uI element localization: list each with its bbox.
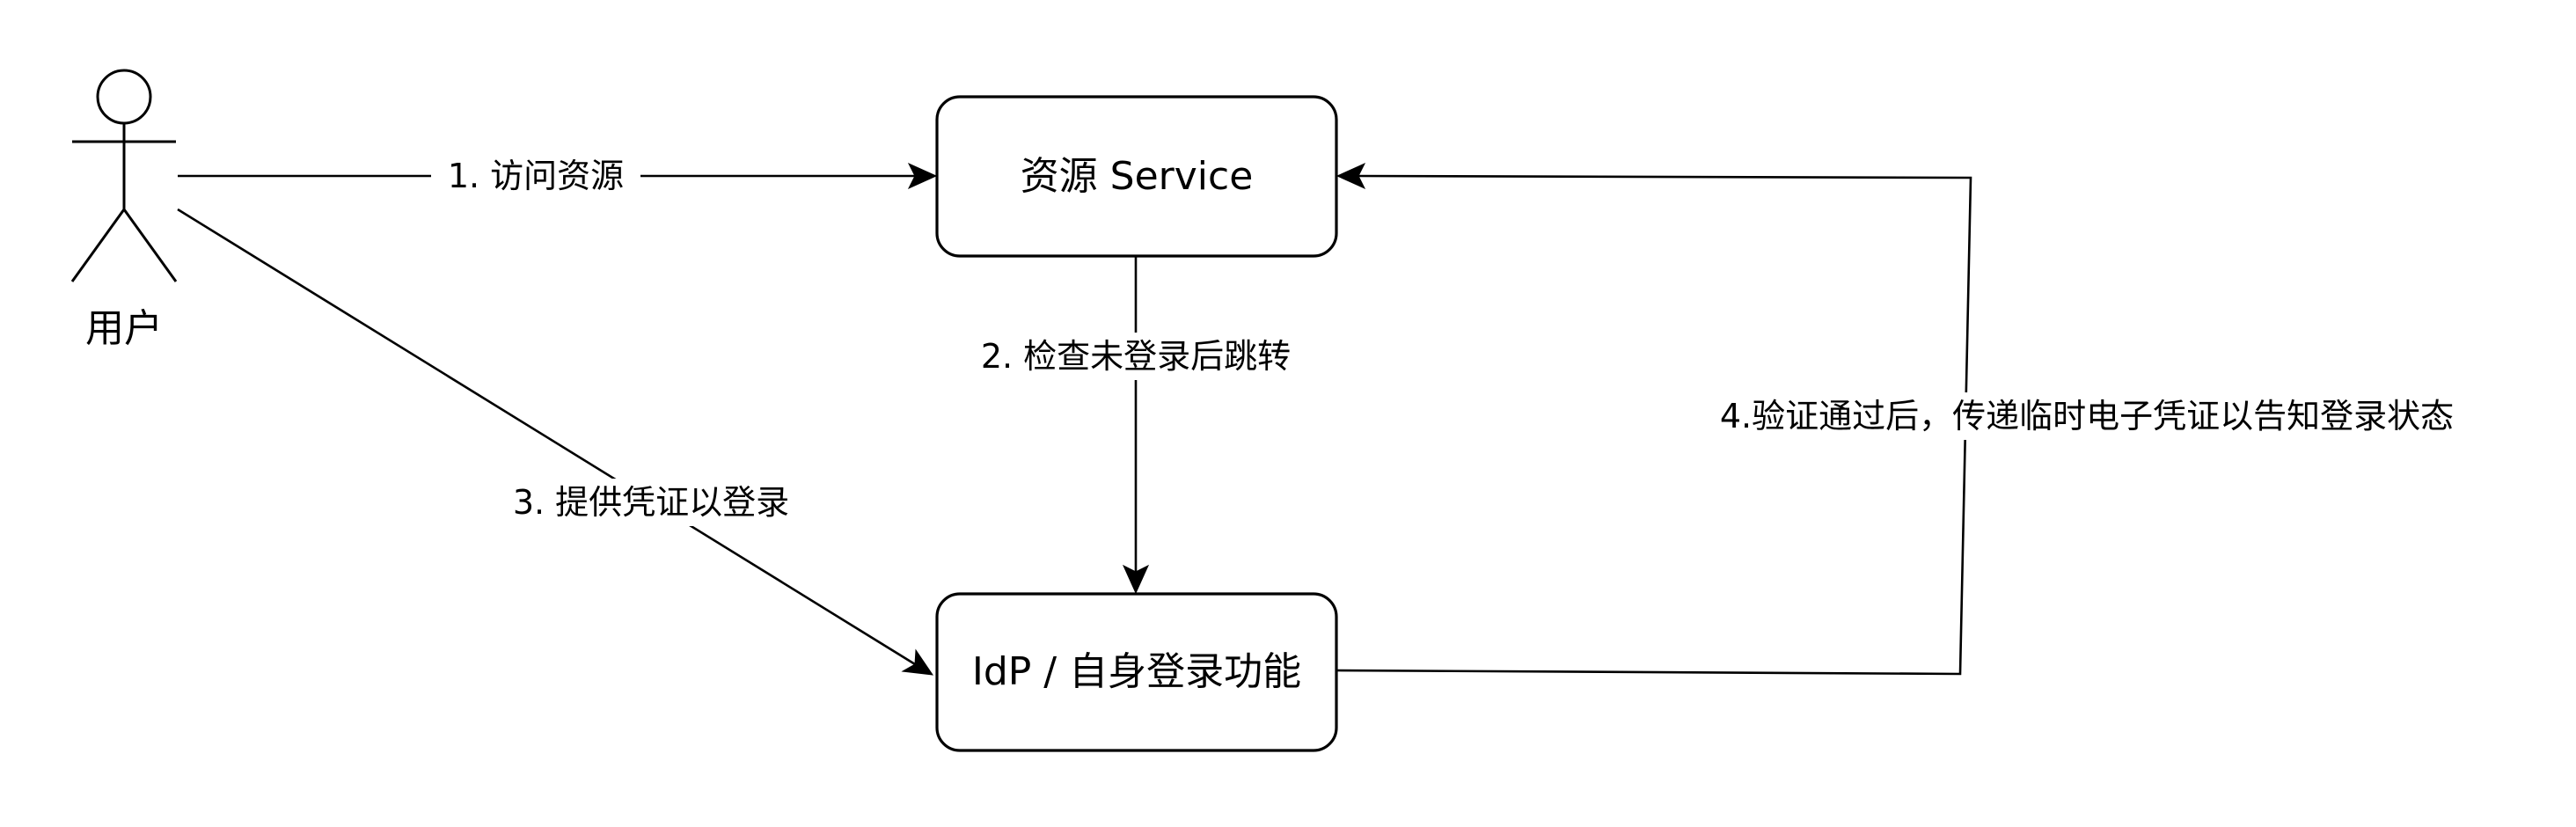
resource-service-node[interactable]: 资源 Service xyxy=(935,95,1338,258)
idp-node[interactable]: IdP / 自身登录功能 xyxy=(935,592,1338,752)
arrowhead xyxy=(1122,564,1150,595)
actor-left-leg xyxy=(70,209,126,282)
idp-box xyxy=(935,592,1338,752)
resource-service-label: 资源 Service xyxy=(1021,154,1254,199)
actor-head xyxy=(96,69,152,125)
arrowhead xyxy=(901,648,934,676)
edge-label-check-redirect: 2. 检查未登录后跳转 xyxy=(981,337,1291,376)
user-label: 用户 xyxy=(85,306,163,351)
edge-label-provide-credentials: 3. 提供凭证以登录 xyxy=(513,483,789,522)
edge-provide-credentials: 3. 提供凭证以登录 xyxy=(177,208,934,676)
user-actor[interactable]: 用户 xyxy=(70,69,178,351)
edge-access-resource: 1. 访问资源 xyxy=(178,155,938,197)
idp-label: IdP / 自身登录功能 xyxy=(972,649,1301,694)
arrowhead xyxy=(907,162,938,190)
resource-service-box xyxy=(935,95,1338,258)
edge-pass-token: 4.验证通过后，传递临时电子凭证以告知登录状态 xyxy=(1335,162,2520,676)
edge-check-redirect: 2. 检查未登录后跳转 xyxy=(950,256,1321,595)
actor-right-leg xyxy=(122,209,178,282)
edge-label-access-resource: 1. 访问资源 xyxy=(448,157,624,195)
arrowhead xyxy=(1336,162,1366,190)
edge-label-pass-token: 4.验证通过后，传递临时电子凭证以告知登录状态 xyxy=(1720,397,2454,435)
